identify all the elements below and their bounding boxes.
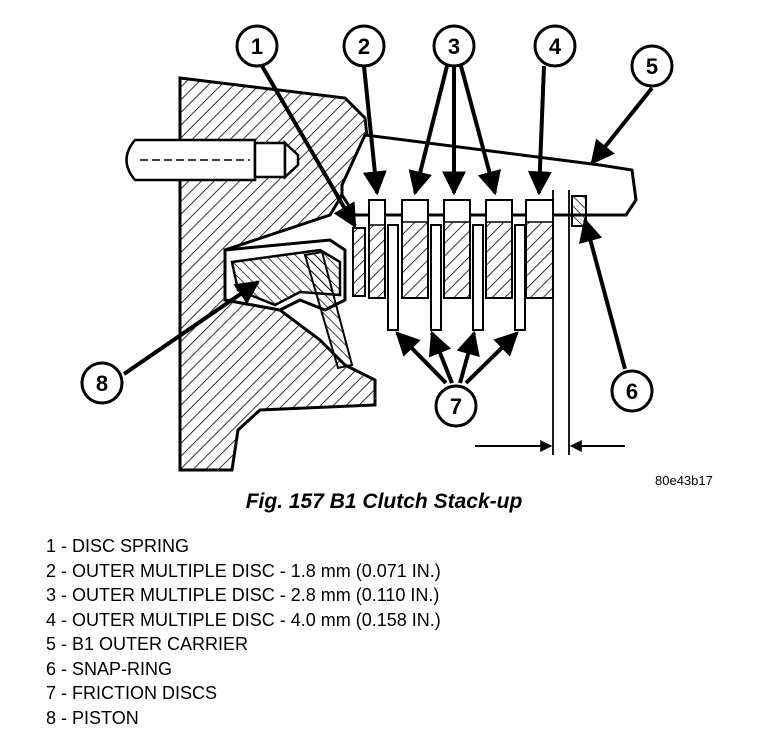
svg-text:8: 8 (96, 371, 108, 396)
svg-text:1: 1 (251, 34, 263, 59)
figure-caption: Fig. 157 B1 Clutch Stack-up (245, 490, 523, 513)
friction-disc (514, 224, 526, 331)
callout-7: 7 (434, 384, 478, 428)
legend-item: 8 - PISTON (46, 707, 139, 728)
callout-8: 8 (80, 361, 124, 405)
svg-text:2: 2 (358, 34, 370, 59)
callout-2: 2 (342, 24, 386, 68)
svg-text:3: 3 (448, 34, 460, 59)
friction-disc (472, 224, 484, 331)
svg-text:7: 7 (450, 394, 462, 419)
svg-text:6: 6 (626, 379, 638, 404)
legend-item: 1 - DISC SPRING (46, 536, 190, 556)
friction-disc (430, 224, 442, 331)
callout-5: 5 (630, 44, 674, 88)
figure-code: 80e43b17 (655, 473, 713, 488)
clearance-dimension (475, 190, 625, 455)
legend-item: 7 - FRICTION DISCS (46, 683, 218, 703)
callout-1: 1 (235, 24, 279, 68)
disc-spring (303, 250, 354, 370)
plate-stack (352, 195, 587, 331)
legend-item: 6 - SNAP-RING (46, 658, 173, 679)
svg-text:4: 4 (549, 34, 562, 59)
callout-4: 4 (533, 24, 577, 68)
svg-text:5: 5 (646, 54, 658, 79)
friction-disc (387, 224, 399, 331)
callout-3: 3 (432, 24, 476, 68)
leader-lines (122, 64, 654, 385)
clutch-stackup-diagram: 1 2 3 4 5 6 7 8 (80, 24, 674, 472)
legend-item: 2 - OUTER MULTIPLE DISC - 1.8 mm (0.071 … (46, 560, 441, 581)
disc-spring-plate (352, 227, 366, 297)
bolt (125, 138, 300, 182)
callout-6: 6 (610, 369, 654, 413)
legend-list: 1 - DISC SPRING 2 - OUTER MULTIPLE DISC … (46, 534, 441, 730)
legend-item: 5 - B1 OUTER CARRIER (46, 634, 249, 654)
legend-item: 4 - OUTER MULTIPLE DISC - 4.0 mm (0.158 … (46, 609, 441, 630)
legend-item: 3 - OUTER MULTIPLE DISC - 2.8 mm (0.110 … (46, 585, 440, 605)
